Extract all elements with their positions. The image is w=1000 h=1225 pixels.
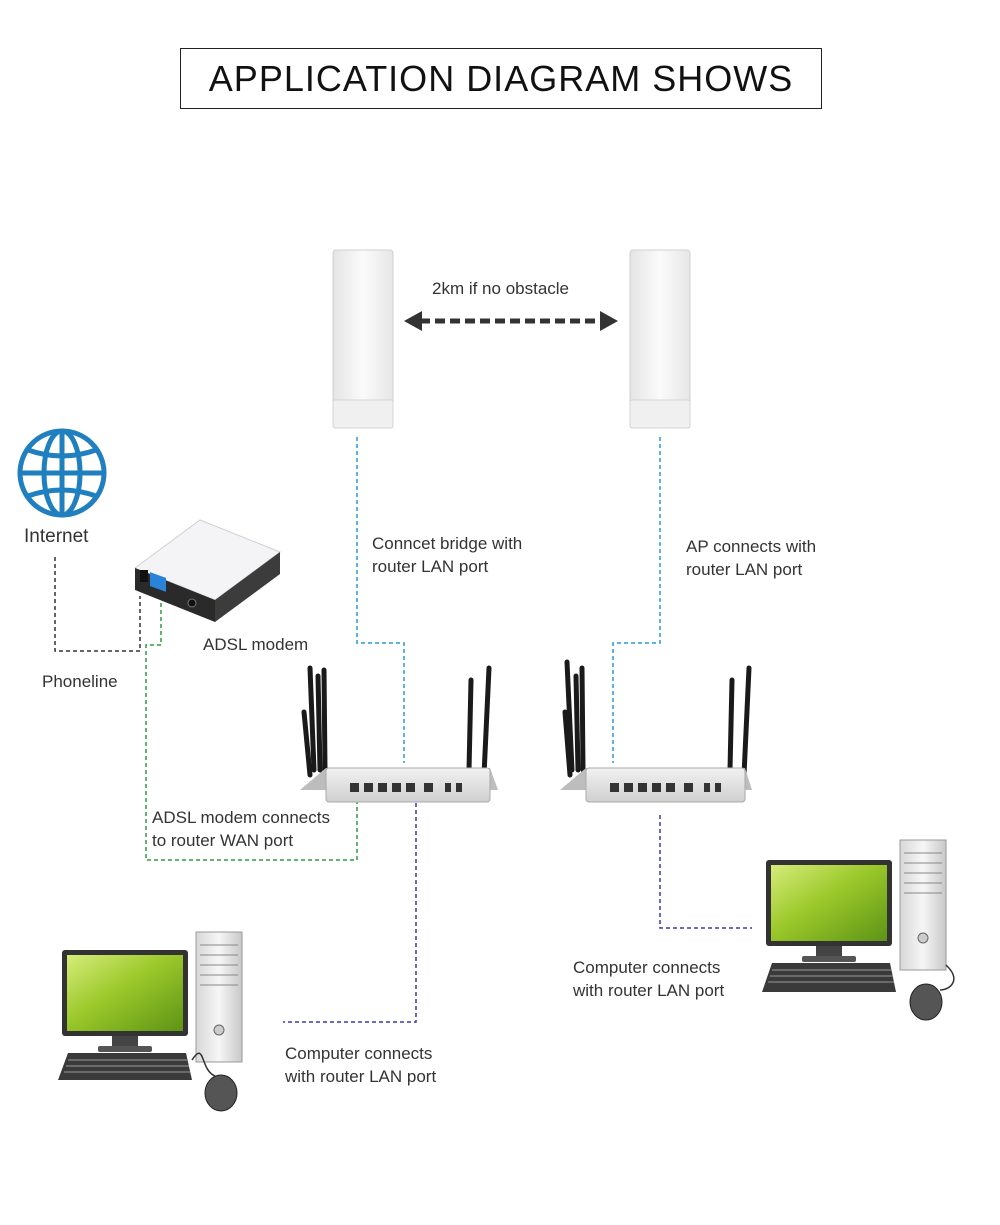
- bridge-connect-line2: router LAN port: [372, 557, 489, 576]
- distance-arrow: [404, 311, 618, 331]
- computer-icon: [762, 839, 955, 1021]
- lan-line-right: [612, 437, 661, 763]
- title-box: APPLICATION DIAGRAM SHOWS: [180, 48, 822, 109]
- page-title: APPLICATION DIAGRAM SHOWS: [208, 57, 794, 99]
- bridge-connect-label: Conncet bridge with router LAN port: [372, 532, 522, 578]
- pc-left-connect-line1: Computer connects: [285, 1044, 433, 1063]
- pc-line-left: [283, 803, 417, 1023]
- router-icon: [300, 665, 498, 803]
- bridge-connect-line1: Conncet bridge with: [372, 534, 523, 553]
- wan-connect-label: ADSL modem connects to router WAN port: [152, 806, 330, 852]
- phone-line: [54, 557, 141, 652]
- ap-connect-line1: AP connects with: [686, 537, 817, 556]
- wan-connect-line2: to router WAN port: [152, 831, 294, 850]
- pc-left-connect-line2: with router LAN port: [285, 1067, 437, 1086]
- pc-line-right: [659, 815, 752, 929]
- adsl-modem-label: ADSL modem: [203, 635, 309, 654]
- lan-line-left: [356, 437, 405, 763]
- wan-line: [145, 596, 358, 861]
- ap-connect-line2: router LAN port: [686, 560, 803, 579]
- cpe-bridge-icon: [629, 249, 691, 429]
- pc-right-connect-line1: Computer connects: [573, 958, 721, 977]
- globe-icon: [17, 428, 107, 518]
- phoneline-label: Phoneline: [42, 672, 118, 691]
- pc-right-connect-label: Computer connects with router LAN port: [573, 956, 724, 1002]
- pc-left-connect-label: Computer connects with router LAN port: [285, 1042, 436, 1088]
- computer-icon: [58, 931, 243, 1112]
- ap-connect-label: AP connects with router LAN port: [686, 535, 816, 581]
- internet-label: Internet: [24, 526, 89, 547]
- router-icon: [560, 659, 752, 803]
- adsl-modem-icon: [133, 519, 282, 622]
- cpe-bridge-icon: [332, 249, 394, 429]
- distance-label: 2km if no obstacle: [432, 279, 570, 298]
- wan-connect-line1: ADSL modem connects: [152, 808, 330, 827]
- pc-right-connect-line2: with router LAN port: [573, 981, 725, 1000]
